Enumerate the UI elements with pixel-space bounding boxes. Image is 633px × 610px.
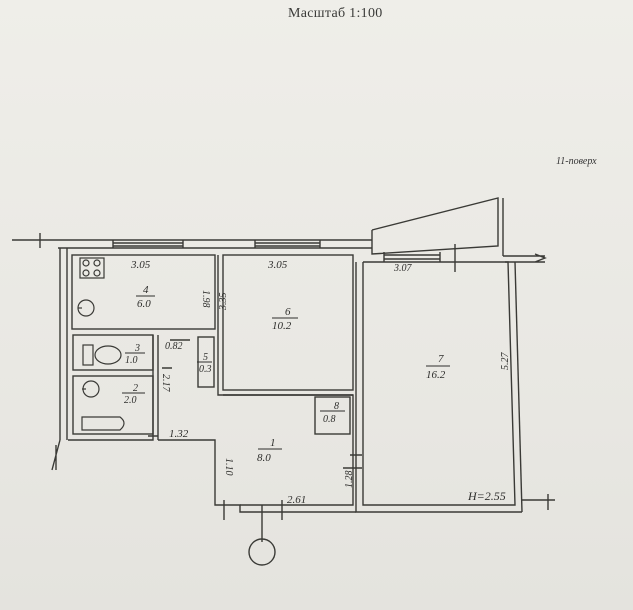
room-2-number: 2 bbox=[133, 383, 138, 394]
dim-hall-right-depth: 1.28 bbox=[344, 471, 355, 489]
ceiling-height: H=2.55 bbox=[467, 489, 506, 503]
room-8-area: 0.8 bbox=[323, 414, 336, 425]
dim-room7-width: 3.07 bbox=[393, 263, 413, 274]
room-6-outline bbox=[222, 254, 354, 391]
dim-room7-depth: 5.27 bbox=[500, 352, 511, 371]
room-1-area: 8.0 bbox=[257, 452, 271, 464]
dim-kitchen-depth: 1.98 bbox=[200, 290, 211, 308]
toilet-tank-icon bbox=[82, 344, 94, 366]
room-8-number: 8 bbox=[334, 401, 339, 412]
bathtub-icon bbox=[81, 416, 125, 431]
room-2-area: 2.0 bbox=[124, 395, 137, 406]
room-4-area: 6.0 bbox=[137, 298, 151, 310]
dim-hall-left-depth: 1.10 bbox=[223, 458, 234, 476]
dim-room6-depth: 3.35 bbox=[218, 293, 229, 312]
scale-title: Масштаб 1:100 bbox=[288, 6, 383, 21]
room-7-outline bbox=[362, 261, 516, 506]
room-6-number: 6 bbox=[285, 306, 291, 318]
dim-hall-left: 1.32 bbox=[169, 428, 189, 440]
room-7-number: 7 bbox=[438, 353, 444, 365]
room-7-area: 16.2 bbox=[426, 369, 446, 381]
room-1-number: 1 bbox=[270, 437, 276, 449]
floor-label: 11-поверх bbox=[556, 156, 597, 167]
room-4-number: 4 bbox=[143, 284, 149, 296]
room-4-outline bbox=[71, 254, 216, 330]
room-2-outline bbox=[72, 375, 154, 435]
room-5-number: 5 bbox=[203, 352, 208, 363]
dim-room6-width: 3.05 bbox=[267, 259, 288, 271]
dim-kitchen-width: 3.05 bbox=[130, 259, 151, 271]
room-5-area: 0.3 bbox=[199, 364, 212, 375]
room-3-area: 1.0 bbox=[125, 355, 138, 366]
dim-bath-depth: 2.17 bbox=[160, 374, 171, 393]
burner-icon bbox=[82, 259, 90, 267]
room-8-outline bbox=[314, 396, 351, 435]
dim-hall-bottom-width: 2.61 bbox=[287, 494, 306, 506]
stove-icon bbox=[79, 257, 105, 279]
room-6-area: 10.2 bbox=[272, 320, 292, 332]
toilet-bowl-icon bbox=[94, 345, 122, 365]
room-3-number: 3 bbox=[134, 343, 140, 354]
dim-toilet-width: 0.82 bbox=[165, 341, 183, 352]
